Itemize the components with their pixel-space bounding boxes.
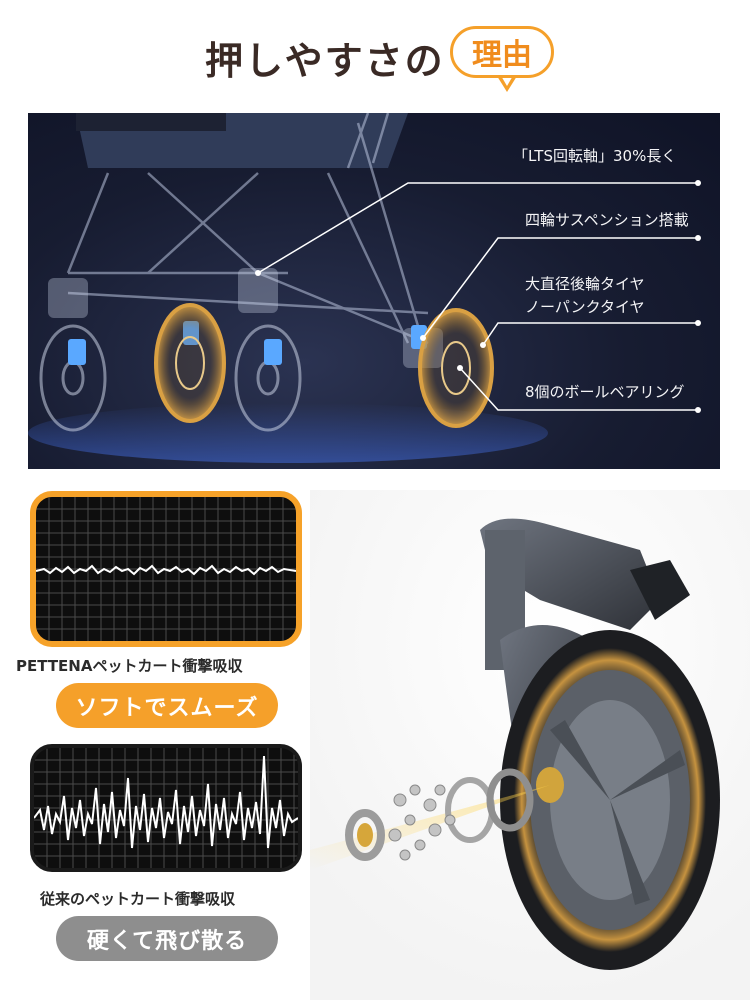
callout-dots [255,180,701,413]
bearing-parts [345,768,534,861]
suspension-springs [68,321,427,365]
grid [34,748,298,868]
feature-lts-axis: 「LTS回転軸」30%長く [513,147,677,165]
basket-mesh [76,113,226,131]
wheel-bearing-image [310,490,750,1000]
soft-pill: ソフトでスムーズ [56,683,278,728]
hard-signal [34,755,298,849]
hard-waveform [34,748,298,868]
header: 押しやすさの 理由 [0,0,750,110]
soft-signal [36,564,296,576]
frame-joints [48,268,443,368]
hard-shock-graph [30,744,302,872]
bearing-balls [388,784,456,861]
feature-puncture-free: ノーパンクタイヤ [525,298,645,316]
stroller-frame-illustration [28,113,701,463]
feature-ball-bearings: 8個のボールベアリング [525,383,685,401]
floor-glow [28,403,548,463]
feature-suspension: 四輪サスペンション搭載 [525,211,689,229]
hard-pill: 硬くて飛び散る [56,916,278,961]
handle-tube-end [630,560,690,620]
callout-leaders [257,182,698,411]
soft-caption: PETTENAペットカート衝撃吸収 [16,657,243,675]
feature-panel: 「LTS回転軸」30%長く 四輪サスペンション搭載 大直径後輪タイヤ ノーパンク… [28,113,720,469]
spoke-1 [550,720,610,800]
spoke-2 [610,800,650,905]
frame-lines [66,113,429,345]
soft-waveform [36,497,296,641]
soft-shock-graph [30,491,302,647]
page-title: 押しやすさの [205,39,445,83]
rear-wheels [154,303,494,428]
front-wheels [39,324,302,432]
title-badge: 理由 [450,26,554,78]
hard-caption: 従来のペットカート衝撃吸収 [40,890,236,908]
grid [36,497,296,641]
spoke-3 [610,750,685,800]
wheel-illustration [310,490,750,1000]
feature-large-rear-tire: 大直径後輪タイヤ [525,275,645,293]
